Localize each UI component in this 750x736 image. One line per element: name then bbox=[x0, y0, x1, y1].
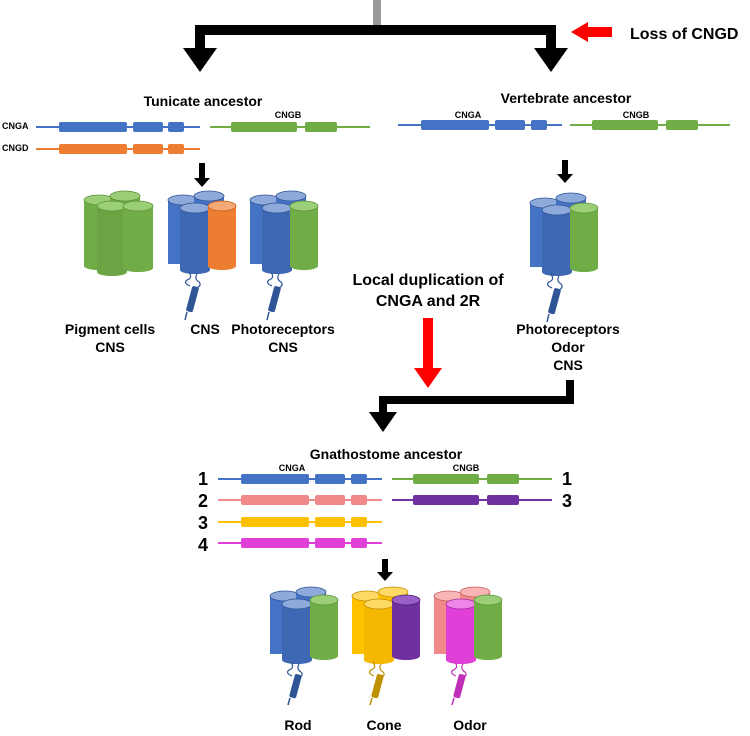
red-arrow-down bbox=[414, 318, 442, 388]
duplication-annotation: Local duplication of CNGA and 2R bbox=[352, 272, 504, 388]
channel-cone bbox=[351, 586, 421, 706]
cngb-number-1: 1 bbox=[562, 469, 572, 489]
cyl-g3 bbox=[96, 200, 128, 276]
gnathostome-section: Gnathostome ancestor CNGA CNGB 1 2 3 4 bbox=[198, 446, 572, 733]
vertebrate-title: Vertebrate ancestor bbox=[501, 90, 632, 106]
channel-cns bbox=[167, 190, 237, 321]
dup-label-1: Local duplication of bbox=[352, 272, 504, 289]
channel-photoreceptors-tunicate bbox=[249, 190, 319, 321]
tunicate-cngd-gene: CNGD bbox=[2, 143, 200, 154]
cngb-number-3: 3 bbox=[562, 491, 572, 511]
gnathostome-cnga2: 2 bbox=[198, 491, 382, 511]
cnga-label: CNGA bbox=[2, 121, 29, 131]
red-arrow-left bbox=[571, 22, 612, 42]
tunicate-down-arrow bbox=[194, 163, 210, 187]
tunicate-cnga-gene: CNGA bbox=[2, 121, 200, 132]
v-photo-label-2: Odor bbox=[551, 339, 585, 355]
cngb-label-v: CNGB bbox=[623, 110, 650, 120]
photo-label-1: Photoreceptors bbox=[231, 321, 335, 337]
cngd-label: CNGD bbox=[2, 143, 29, 153]
loss-label: Loss of CNGD bbox=[630, 26, 738, 43]
vertebrate-cnga-gene: CNGA bbox=[398, 110, 562, 130]
odor-label: Odor bbox=[453, 717, 487, 733]
cngb-label: CNGB bbox=[275, 110, 302, 120]
pigment-label-2: CNS bbox=[95, 339, 125, 355]
gnathostome-cnga1: 1 bbox=[198, 469, 382, 489]
cnga-number-1: 1 bbox=[198, 469, 208, 489]
pigment-label-1: Pigment cells bbox=[65, 321, 155, 337]
gnathostome-cnga4: 4 bbox=[198, 535, 382, 555]
tunicate-cngb-gene: CNGB bbox=[210, 110, 370, 132]
cnga-label-v: CNGA bbox=[455, 110, 482, 120]
loss-of-cngd-annotation: Loss of CNGD bbox=[571, 22, 738, 43]
channel-odor bbox=[433, 586, 503, 706]
v-photo-label-1: Photoreceptors bbox=[516, 321, 620, 337]
gnathostome-down-arrow bbox=[377, 559, 393, 581]
vertebrate-section: Vertebrate ancestor CNGA CNGB Photorecep… bbox=[398, 90, 730, 373]
gnathostome-cngb3: 3 bbox=[392, 491, 572, 511]
gnathostome-cnga3: 3 bbox=[198, 513, 382, 533]
tunicate-title: Tunicate ancestor bbox=[144, 93, 263, 109]
cnga-number-4: 4 bbox=[198, 535, 208, 555]
photo-label-2: CNS bbox=[268, 339, 298, 355]
channel-pigment-cells bbox=[83, 190, 154, 276]
top-split-arrow bbox=[183, 0, 568, 72]
dup-label-2: CNGA and 2R bbox=[376, 293, 481, 310]
cyl-g4 bbox=[122, 200, 154, 272]
cone-label: Cone bbox=[367, 717, 402, 733]
cngb-label-g: CNGB bbox=[453, 463, 480, 473]
cnga-number-2: 2 bbox=[198, 491, 208, 511]
cns-label: CNS bbox=[190, 321, 220, 337]
vertebrate-cngb-gene: CNGB bbox=[570, 110, 730, 130]
gnathostome-title: Gnathostome ancestor bbox=[310, 446, 463, 462]
tunicate-section: Tunicate ancestor CNGA CNGD CNGB bbox=[2, 93, 370, 355]
cnga-label-g: CNGA bbox=[279, 463, 306, 473]
elbow-arrow-to-gnathostome bbox=[369, 380, 574, 432]
vertebrate-down-arrow bbox=[557, 160, 573, 183]
channel-vertebrate bbox=[529, 192, 599, 323]
cnga-number-3: 3 bbox=[198, 513, 208, 533]
v-photo-label-3: CNS bbox=[553, 357, 583, 373]
gnathostome-cngb1: 1 bbox=[392, 469, 572, 489]
rod-label: Rod bbox=[284, 717, 311, 733]
channel-rod bbox=[269, 586, 339, 706]
